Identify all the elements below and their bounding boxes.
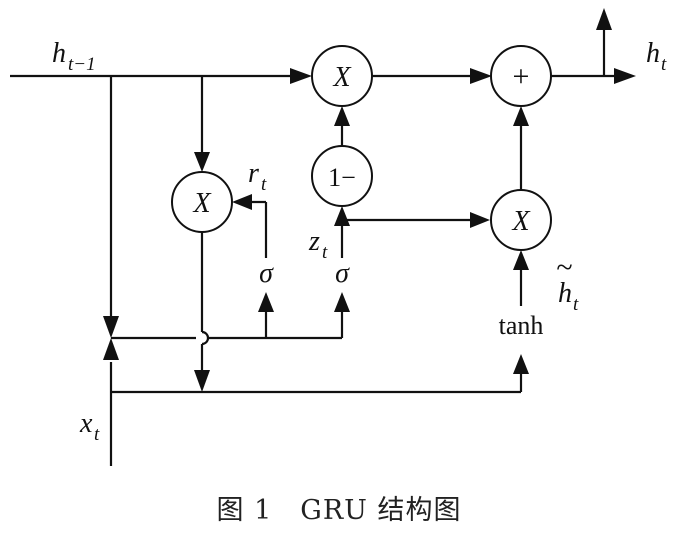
label-x-in-sub: t: [94, 424, 100, 445]
wires: [10, 28, 618, 466]
node-mult-top: X: [311, 45, 373, 107]
node-plus-circle: [490, 45, 552, 107]
arrow-into-plus: [470, 68, 492, 84]
label-update-base: z: [308, 226, 320, 257]
node-mult-top-circle: [311, 45, 373, 107]
label-h-prev: h t−1: [52, 38, 96, 75]
label-update-sub: t: [322, 242, 328, 263]
arrow-into-sigma-r: [258, 292, 274, 312]
arrow-into-top-mult: [290, 68, 312, 84]
node-one-minus-label: 1−: [328, 163, 356, 192]
arrow-into-top-mult-from-below: [334, 106, 350, 126]
arrow-into-tanh: [513, 354, 529, 374]
arrow-into-plus-from-below: [513, 106, 529, 126]
node-one-minus-circle: [311, 145, 373, 207]
arrow-into-oneminus: [334, 206, 350, 226]
label-h-prev-sub: t−1: [68, 54, 96, 75]
label-h-prev-base: h: [52, 38, 66, 69]
label-reset: r t: [248, 158, 267, 195]
arrow-down-h-left: [103, 316, 119, 338]
arrow-into-cand-from-tanh: [513, 250, 529, 270]
label-sigma-z: σ: [335, 258, 350, 289]
label-h-out-sub: t: [661, 54, 667, 75]
node-mult-reset-circle: [171, 171, 233, 233]
wire-hop: [201, 330, 210, 346]
node-mult-top-label: X: [332, 62, 351, 93]
label-reset-sub: t: [261, 174, 267, 195]
label-candidate-sub: t: [573, 294, 579, 315]
arrow-out-right: [614, 68, 636, 84]
arrow-up-x-left: [103, 338, 119, 360]
arrow-r-into-reset-mult: [232, 194, 252, 210]
node-mult-candidate-label: X: [511, 206, 530, 237]
arrow-into-cand-mult: [470, 212, 490, 228]
label-x-in-base: x: [79, 408, 93, 439]
arrow-into-reset-mult: [194, 152, 210, 172]
node-mult-candidate: X: [490, 189, 552, 251]
arrow-down-reset-to-bottom: [194, 370, 210, 392]
node-mult-reset: X: [171, 171, 233, 233]
label-sigma-r: σ: [259, 258, 274, 289]
node-one-minus: 1−: [311, 145, 373, 207]
label-candidate-accent: ~: [556, 251, 572, 284]
node-plus-label: +: [513, 60, 530, 93]
node-plus: +: [490, 45, 552, 107]
figure-caption: 图 1 GRU 结构图: [216, 495, 462, 526]
label-tanh: tanh: [499, 311, 544, 340]
arrow-out-up: [596, 8, 612, 30]
label-candidate: ~ h t: [556, 251, 579, 315]
node-mult-reset-label: X: [192, 188, 211, 219]
node-mult-candidate-circle: [490, 189, 552, 251]
arrow-into-sigma-z: [334, 292, 350, 312]
label-x-in: x t: [79, 408, 100, 445]
label-reset-base: r: [248, 158, 259, 189]
label-h-out-base: h: [646, 38, 660, 69]
label-update: z t: [308, 226, 328, 263]
label-candidate-base: h: [558, 278, 572, 309]
arrowheads: [103, 8, 636, 392]
label-h-out: h t: [646, 38, 667, 75]
